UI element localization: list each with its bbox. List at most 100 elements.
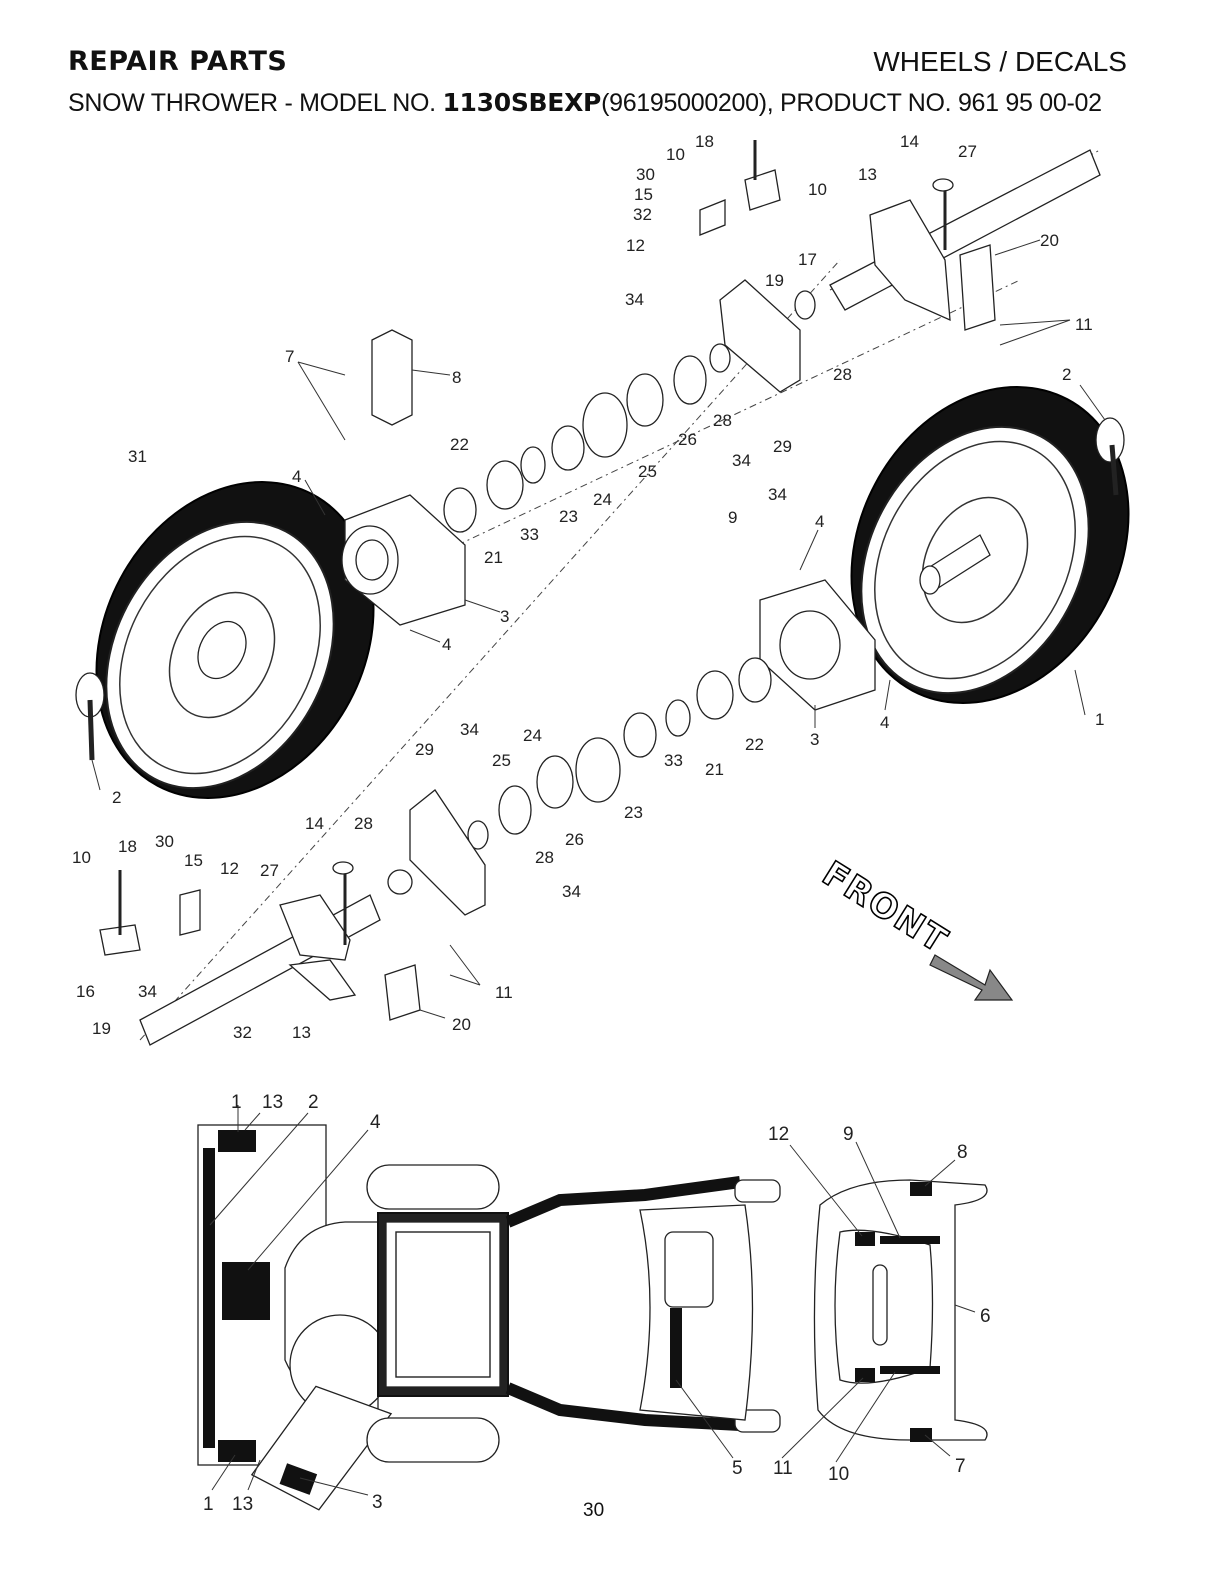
callout-14-a: 14 bbox=[900, 132, 919, 151]
bracket-parts bbox=[279, 199, 996, 1021]
callout-29-a: 29 bbox=[773, 437, 792, 456]
callout-23-a: 23 bbox=[559, 507, 578, 526]
callout-2-right: 2 bbox=[1062, 365, 1071, 384]
callout-23-b: 23 bbox=[624, 803, 643, 822]
callout-11-b: 11 bbox=[495, 983, 513, 1002]
callout-25-a: 25 bbox=[638, 462, 657, 481]
callout-34-c: 34 bbox=[768, 485, 787, 504]
decal-3 bbox=[279, 1463, 318, 1495]
callout-3-left: 3 bbox=[500, 607, 509, 626]
callout-14-b: 14 bbox=[305, 814, 324, 833]
callout-25-b: 25 bbox=[492, 751, 511, 770]
model-number: 1130SBEXP bbox=[442, 88, 602, 117]
callout-33-b: 33 bbox=[664, 751, 683, 770]
callout-7: 7 bbox=[285, 347, 294, 366]
housing-right bbox=[759, 579, 876, 711]
small-hardware bbox=[99, 140, 954, 956]
left-wheel bbox=[95, 481, 375, 799]
callout-4-b: 4 bbox=[442, 635, 451, 654]
decal-4 bbox=[222, 1262, 270, 1320]
callout-20-a: 20 bbox=[1040, 231, 1059, 250]
callout-8: 8 bbox=[452, 368, 461, 387]
callout-34-d: 34 bbox=[460, 720, 479, 739]
callout-11-a: 11 bbox=[1075, 315, 1093, 334]
callout-30-b: 30 bbox=[155, 832, 174, 851]
callout-24-a: 24 bbox=[593, 490, 612, 509]
decal-12 bbox=[855, 1232, 875, 1246]
decal-callout-9: 9 bbox=[843, 1124, 854, 1145]
front-label: FRONT bbox=[815, 854, 955, 962]
decal-9 bbox=[880, 1236, 940, 1244]
page-title: WHEELS / DECALS bbox=[873, 46, 1127, 77]
section-title: REPAIR PARTS bbox=[68, 46, 288, 77]
callout-20-b: 20 bbox=[452, 1015, 471, 1034]
decal-10 bbox=[880, 1366, 940, 1374]
callout-34-a: 34 bbox=[625, 290, 644, 309]
decal-callout-7: 7 bbox=[955, 1456, 966, 1477]
decal-long-strip bbox=[203, 1148, 215, 1448]
front-arrow: FRONT bbox=[814, 853, 1014, 1001]
decal-callout-5: 5 bbox=[732, 1458, 743, 1479]
subtitle-suffix: (96195000200), PRODUCT NO. 961 95 00-02 bbox=[601, 89, 1102, 117]
callout-4-c: 4 bbox=[815, 512, 824, 531]
callout-4-d: 4 bbox=[880, 713, 889, 732]
callout-10-a: 10 bbox=[666, 145, 685, 164]
lower-drive-parts bbox=[387, 657, 772, 916]
callout-16: 16 bbox=[76, 982, 95, 1001]
callout-24-b: 24 bbox=[523, 726, 542, 745]
decal-callout-10: 10 bbox=[828, 1464, 849, 1485]
decal-7 bbox=[910, 1428, 932, 1442]
callout-27-b: 27 bbox=[260, 861, 279, 880]
page-number: 30 bbox=[583, 1500, 605, 1521]
decal-11 bbox=[855, 1368, 875, 1382]
callout-19-b: 19 bbox=[92, 1019, 111, 1038]
callout-32-a: 32 bbox=[633, 205, 652, 224]
lynch-pin-left bbox=[75, 672, 105, 761]
decal-callout-3: 3 bbox=[372, 1492, 383, 1513]
callout-10-b: 10 bbox=[808, 180, 827, 199]
callout-12-a: 12 bbox=[626, 236, 645, 255]
callout-18-a: 18 bbox=[695, 132, 714, 151]
callout-29-b: 29 bbox=[415, 740, 434, 759]
leader-lines bbox=[91, 239, 1106, 1019]
decal-5 bbox=[670, 1308, 682, 1388]
callout-28-a: 28 bbox=[713, 411, 732, 430]
callout-9: 9 bbox=[728, 508, 737, 527]
wheels-callouts: 1 2 2 3 3 4 4 4 4 7 8 9 10 10 10 11 11 1… bbox=[72, 132, 1104, 1042]
right-wheel bbox=[850, 386, 1130, 704]
callout-28-d: 28 bbox=[535, 848, 554, 867]
callout-26-a: 26 bbox=[678, 430, 697, 449]
decal-callout-13-bottom: 13 bbox=[232, 1494, 253, 1515]
callout-18-b: 18 bbox=[118, 837, 137, 856]
callout-10-c: 10 bbox=[72, 848, 91, 867]
callout-26-b: 26 bbox=[565, 830, 584, 849]
callout-34-b: 34 bbox=[732, 451, 751, 470]
callout-12-b: 12 bbox=[220, 859, 239, 878]
wheels-exploded-view: FRONT 1 2 2 3 3 4 4 4 4 7 8 9 10 10 10 1… bbox=[72, 132, 1130, 1046]
model-subtitle: SNOW THROWER - MODEL NO. 1130SBEXP(96195… bbox=[68, 88, 1102, 118]
callout-22-a: 22 bbox=[450, 435, 469, 454]
callout-31: 31 bbox=[128, 447, 147, 466]
callout-34-f: 34 bbox=[138, 982, 157, 1001]
callout-4-a: 4 bbox=[292, 467, 301, 486]
decal-callout-11: 11 bbox=[773, 1458, 793, 1479]
callout-1: 1 bbox=[1095, 710, 1104, 729]
callout-33-a: 33 bbox=[520, 525, 539, 544]
callout-2-left: 2 bbox=[112, 788, 121, 807]
callout-21-b: 21 bbox=[705, 760, 724, 779]
callout-13-b: 13 bbox=[292, 1023, 311, 1042]
lynch-pin-right bbox=[1095, 417, 1125, 496]
decal-callout-12: 12 bbox=[768, 1124, 789, 1145]
callout-30-a: 30 bbox=[636, 165, 655, 184]
callout-34-e: 34 bbox=[562, 882, 581, 901]
decal-callout-8: 8 bbox=[957, 1142, 968, 1163]
callout-17: 17 bbox=[798, 250, 817, 269]
callout-22-b: 22 bbox=[745, 735, 764, 754]
callout-15-a: 15 bbox=[634, 185, 653, 204]
callout-28-c: 28 bbox=[354, 814, 373, 833]
decal-1-top bbox=[218, 1130, 256, 1152]
callout-32-b: 32 bbox=[233, 1023, 252, 1042]
decal-1-bottom bbox=[218, 1440, 256, 1462]
callout-13-a: 13 bbox=[858, 165, 877, 184]
